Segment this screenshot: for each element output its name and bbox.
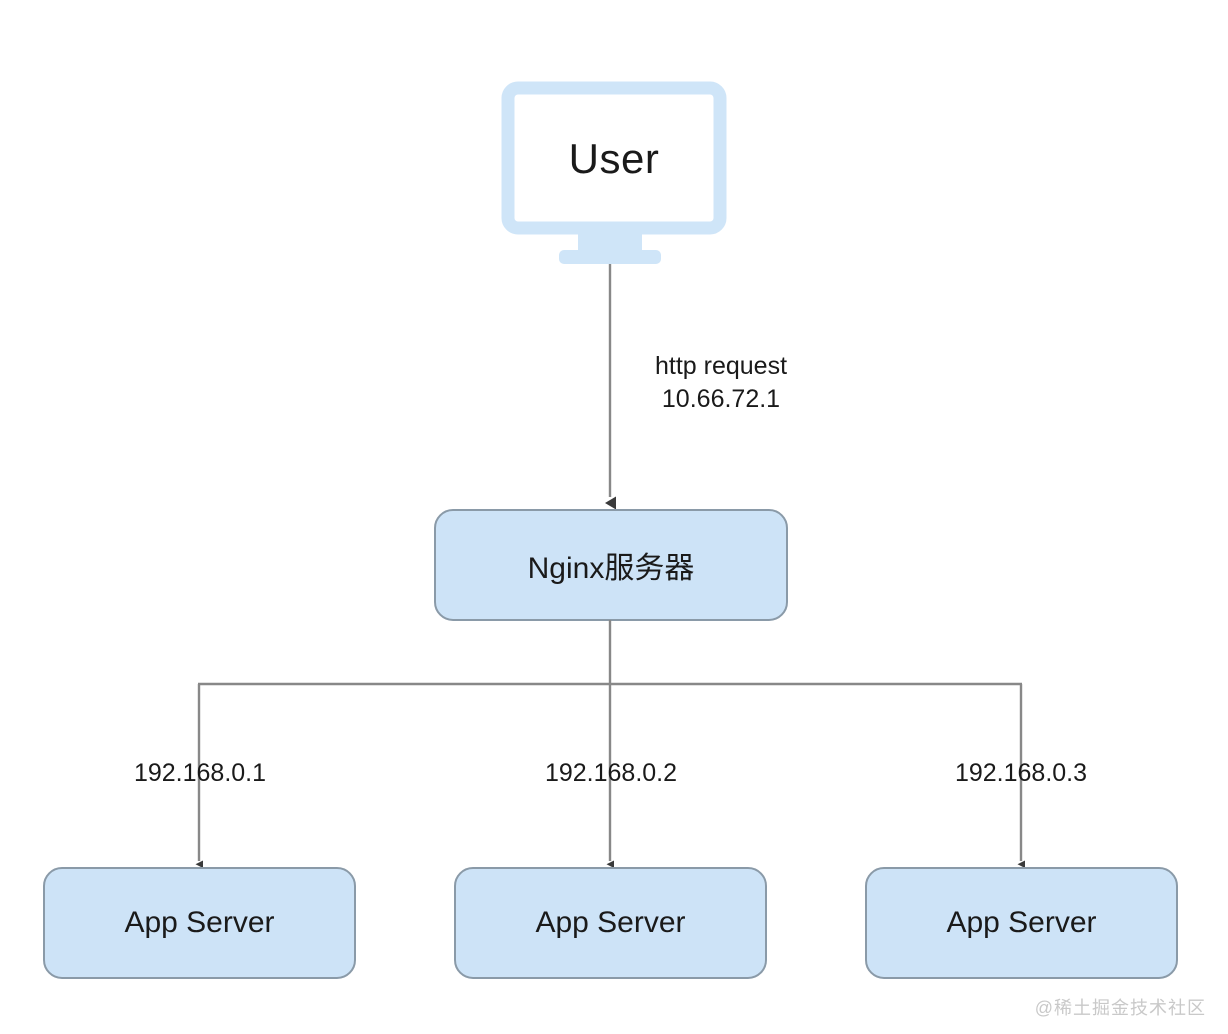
node-app-server-1[interactable] [43, 867, 356, 979]
node-app-server-3[interactable] [865, 867, 1178, 979]
monitor-icon [501, 81, 727, 264]
node-app-server-2[interactable] [454, 867, 767, 979]
edge-nginx-to-apps [195, 620, 1025, 868]
node-nginx-server[interactable] [434, 509, 788, 621]
